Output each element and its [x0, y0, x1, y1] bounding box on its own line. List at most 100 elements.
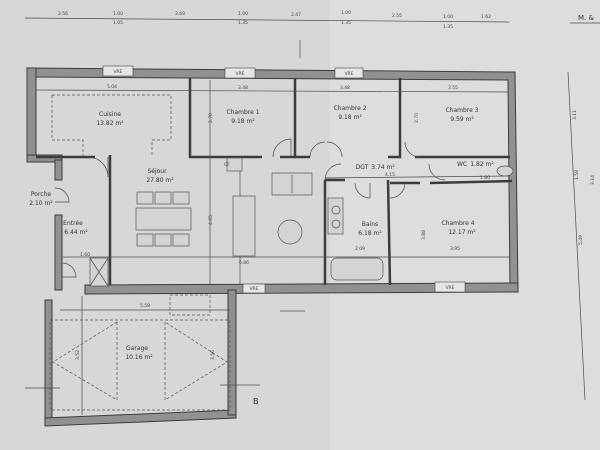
room-chambre-4: Chambre 4 12.17 m² — [441, 220, 476, 236]
label: Garage — [126, 345, 148, 352]
label: 3.55 — [448, 85, 458, 91]
label: 9.59 m² — [450, 116, 474, 123]
chair — [154, 233, 172, 247]
label: Bains — [362, 221, 378, 228]
label: 9.18 m² — [231, 118, 255, 125]
label: Chambre 2 — [333, 105, 366, 112]
dim-label: 2.47 — [291, 12, 301, 18]
label: Chambre 1 — [226, 109, 259, 116]
top-dimension-line: 2.56 1.00 3.69 1.00 2.47 1.00 2.55 1.00 … — [24, 10, 511, 30]
dim-label: 2.56 — [58, 11, 68, 17]
room-chambre-1: Chambre 1 9.18 m² — [226, 109, 259, 125]
label: Chambre 3 — [445, 107, 478, 114]
room-garage: Garage 10.16 m² — [125, 345, 153, 361]
label: DGT — [356, 164, 369, 171]
dining-table — [135, 207, 192, 231]
label: 13.82 m² — [96, 120, 124, 127]
label: 3.56 — [210, 350, 216, 360]
chair — [172, 233, 190, 247]
furniture: CF — [89, 157, 514, 287]
section-markers: B — [25, 40, 305, 406]
room-cuisine: Cuisine 13.82 m² — [96, 111, 124, 127]
interior-walls — [36, 78, 513, 286]
dim-label: 1.05 — [113, 20, 123, 26]
cf-label: CF — [224, 162, 230, 168]
garage-door-outlines — [49, 294, 231, 411]
label: 5.58 — [140, 303, 150, 309]
label: 6.18 m² — [358, 230, 382, 237]
sofa — [232, 195, 256, 257]
label: 2.70 — [208, 113, 214, 123]
label: 4.85 — [208, 215, 214, 225]
label: 5.49 — [578, 235, 584, 245]
label: VRE — [445, 285, 454, 291]
doors — [54, 138, 446, 278]
label: 3.48 — [340, 85, 350, 91]
dim-label: 2.55 — [392, 13, 402, 19]
label: VRE — [235, 71, 244, 77]
room-chambre-3: Chambre 3 9.59 m² — [445, 107, 478, 123]
label: VRE — [113, 69, 122, 75]
dim-label: 1.35 — [341, 20, 351, 26]
boiler — [226, 157, 243, 172]
dim-label: 3.69 — [175, 11, 185, 17]
label: 1.60 — [80, 252, 90, 258]
label: 1.82 m² — [470, 161, 494, 168]
label: 2.70 — [414, 113, 420, 123]
windows: VRE VRE VRE VRE VRE — [102, 65, 466, 294]
label: 9.18 m² — [338, 114, 362, 121]
dim-label: 1.00 — [341, 10, 351, 16]
dim-label: 1.00 — [113, 11, 123, 17]
kitchen-counter — [51, 94, 172, 157]
label: 6.86 — [239, 260, 249, 266]
label: Entrée — [63, 220, 83, 227]
dim-label: 1.62 — [481, 14, 491, 20]
label: 3.88 — [421, 230, 427, 240]
coffee-table — [277, 219, 303, 245]
label: VRE — [344, 71, 353, 77]
bathtub — [330, 257, 384, 281]
dim-label: 1.35 — [238, 20, 248, 26]
dim-label: 1.00 — [238, 11, 248, 17]
label: Chambre 4 — [441, 220, 474, 227]
label: 3.14 — [590, 175, 596, 185]
room-sejour: Séjour 27.80 m² — [146, 168, 174, 184]
corner-text: M. & — [578, 14, 594, 22]
label: Cuisine — [99, 111, 121, 118]
label: 3.48 — [238, 85, 248, 91]
label: Séjour — [147, 168, 167, 175]
label: 5.04 — [107, 84, 117, 90]
label: 12.17 m² — [448, 229, 476, 236]
room-labels: Cuisine 13.82 m² Chambre 1 9.18 m² Chambre… — [29, 105, 494, 361]
dim-label: 1.35 — [443, 24, 453, 30]
chair — [136, 233, 154, 247]
label: 2.10 m² — [29, 200, 53, 207]
label: 10.16 m² — [125, 354, 153, 361]
label: 3.95 — [450, 246, 460, 252]
label: 6.44 m² — [64, 229, 88, 236]
chair — [154, 191, 172, 205]
label: 1.58 — [574, 170, 580, 180]
section-label: B — [253, 397, 259, 406]
chair — [136, 191, 154, 205]
toilet — [496, 165, 514, 177]
label: VRE — [249, 286, 258, 292]
label: 27.80 m² — [146, 177, 174, 184]
room-bains: Bains 6.18 m² — [358, 221, 382, 237]
label: WC — [457, 161, 467, 168]
label: 1.80 — [480, 175, 490, 181]
label: 4.15 — [385, 172, 395, 178]
right-dimension-line: 3.11 1.58 5.49 3.14 — [567, 71, 596, 401]
label: 2.09 — [355, 246, 365, 252]
room-entree: Entrée 6.44 m² — [63, 220, 88, 236]
room-chambre-2: Chambre 2 9.18 m² — [333, 105, 366, 121]
double-sink — [327, 197, 344, 235]
dimension-lines: 5.04 3.48 3.48 3.55 2.70 2.70 4.15 1.80 … — [35, 80, 511, 415]
dim-label: 1.00 — [443, 14, 453, 20]
label: 3.74 m² — [371, 164, 395, 171]
label: 3.11 — [572, 110, 578, 120]
